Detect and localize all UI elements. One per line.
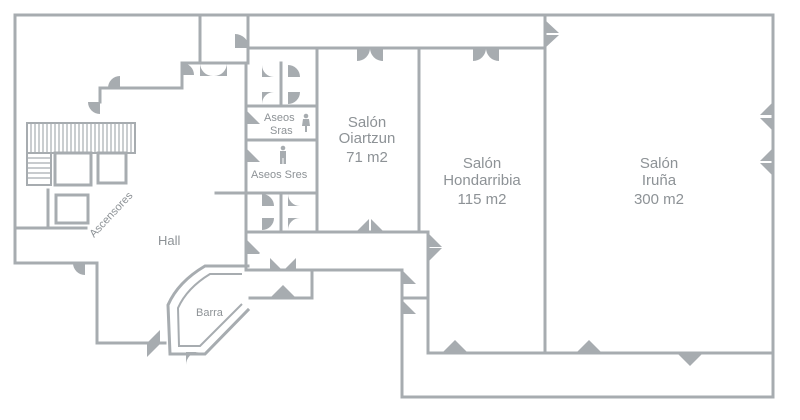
room-oiartzun-sub: Oiartzun [339,130,396,147]
room-iruna-sub: Iruña [642,172,677,189]
door-swing-icon [428,248,442,262]
door-swing-icon [262,218,274,230]
door-swing-icon [262,65,274,77]
door-swing-icon [247,240,260,253]
male-restroom-icon [280,145,286,164]
door-swing-icon [270,258,283,271]
aseos-sras-label-line1: Aseos [264,112,295,124]
room-iruna-area: 300 m2 [634,191,684,208]
hall-label: Hall [158,233,181,248]
door-swing-icon [288,65,300,77]
door-swing-icon [147,344,160,357]
aseos-sres-label: Aseos Sres [251,169,308,181]
door-swing-icon [283,258,296,271]
doors [73,20,773,366]
room-hondarribia-sub: Hondarribia [443,172,521,189]
door-swing-icon [356,219,369,232]
door-swing-icon [283,285,296,298]
door-swing-icon [88,102,100,114]
door-swing-icon [371,219,384,232]
door-swing-icon [182,63,194,75]
door-swing-icon [288,92,300,104]
door-swing-icon [576,340,589,353]
door-swing-icon [402,270,416,284]
door-swing-icon [455,340,468,353]
room-hondarribia[interactable]: Salón Hondarribia 115 m2 [443,155,521,208]
door-swing-icon [545,20,559,33]
door-swing-icon [677,353,690,366]
door-swing-icon [690,353,703,366]
room-iruna-name: Salón [640,155,678,172]
door-swing-icon [402,300,416,314]
door-swing-icon [545,35,559,48]
barra-label: Barra [196,307,224,319]
bar-counter [166,264,251,356]
door-swing-icon [486,48,499,61]
door-swing-icon [262,92,274,104]
door-swing-icon [370,48,383,61]
door-swing-icon [246,110,260,124]
elevator-3 [54,193,90,225]
door-swing-icon [246,148,260,162]
room-oiartzun[interactable]: Salón Oiartzun 71 m2 [339,114,396,166]
door-swing-icon [288,194,300,206]
elevator-2 [96,151,128,185]
door-swing-icon [760,148,773,161]
door-swing-icon [288,218,300,230]
door-swing-icon [760,102,773,115]
door-swing-icon [473,48,486,61]
room-oiartzun-area: 71 m2 [346,149,388,166]
door-swing-icon [760,163,773,176]
room-iruna[interactable]: Salón Iruña 300 m2 [634,155,684,208]
door-swing-icon [200,63,213,76]
door-swing-icon [73,263,85,275]
door-swing-icon [270,285,283,298]
ascensores-label: Ascensores [87,189,135,240]
room-hondarribia-name: Salón [463,155,501,172]
female-restroom-icon [302,113,310,132]
elevators-block [26,122,136,225]
room-oiartzun-name: Salón [348,114,386,131]
door-swing-icon [428,233,442,247]
walls [13,13,775,399]
door-swing-icon [262,194,274,206]
door-swing-icon [147,330,160,343]
room-hondarribia-area: 115 m2 [458,191,507,208]
door-swing-icon [235,34,249,48]
aseos-sras-label-line2: Sras [270,125,293,137]
door-swing-icon [108,76,120,88]
door-swing-icon [186,352,199,365]
door-swing-icon [760,118,773,131]
door-swing-icon [214,63,227,76]
door-swing-icon [357,48,370,61]
door-swing-icon [442,340,455,353]
elevator-1 [53,151,93,187]
door-swing-icon [589,340,602,353]
stairs [26,123,132,186]
